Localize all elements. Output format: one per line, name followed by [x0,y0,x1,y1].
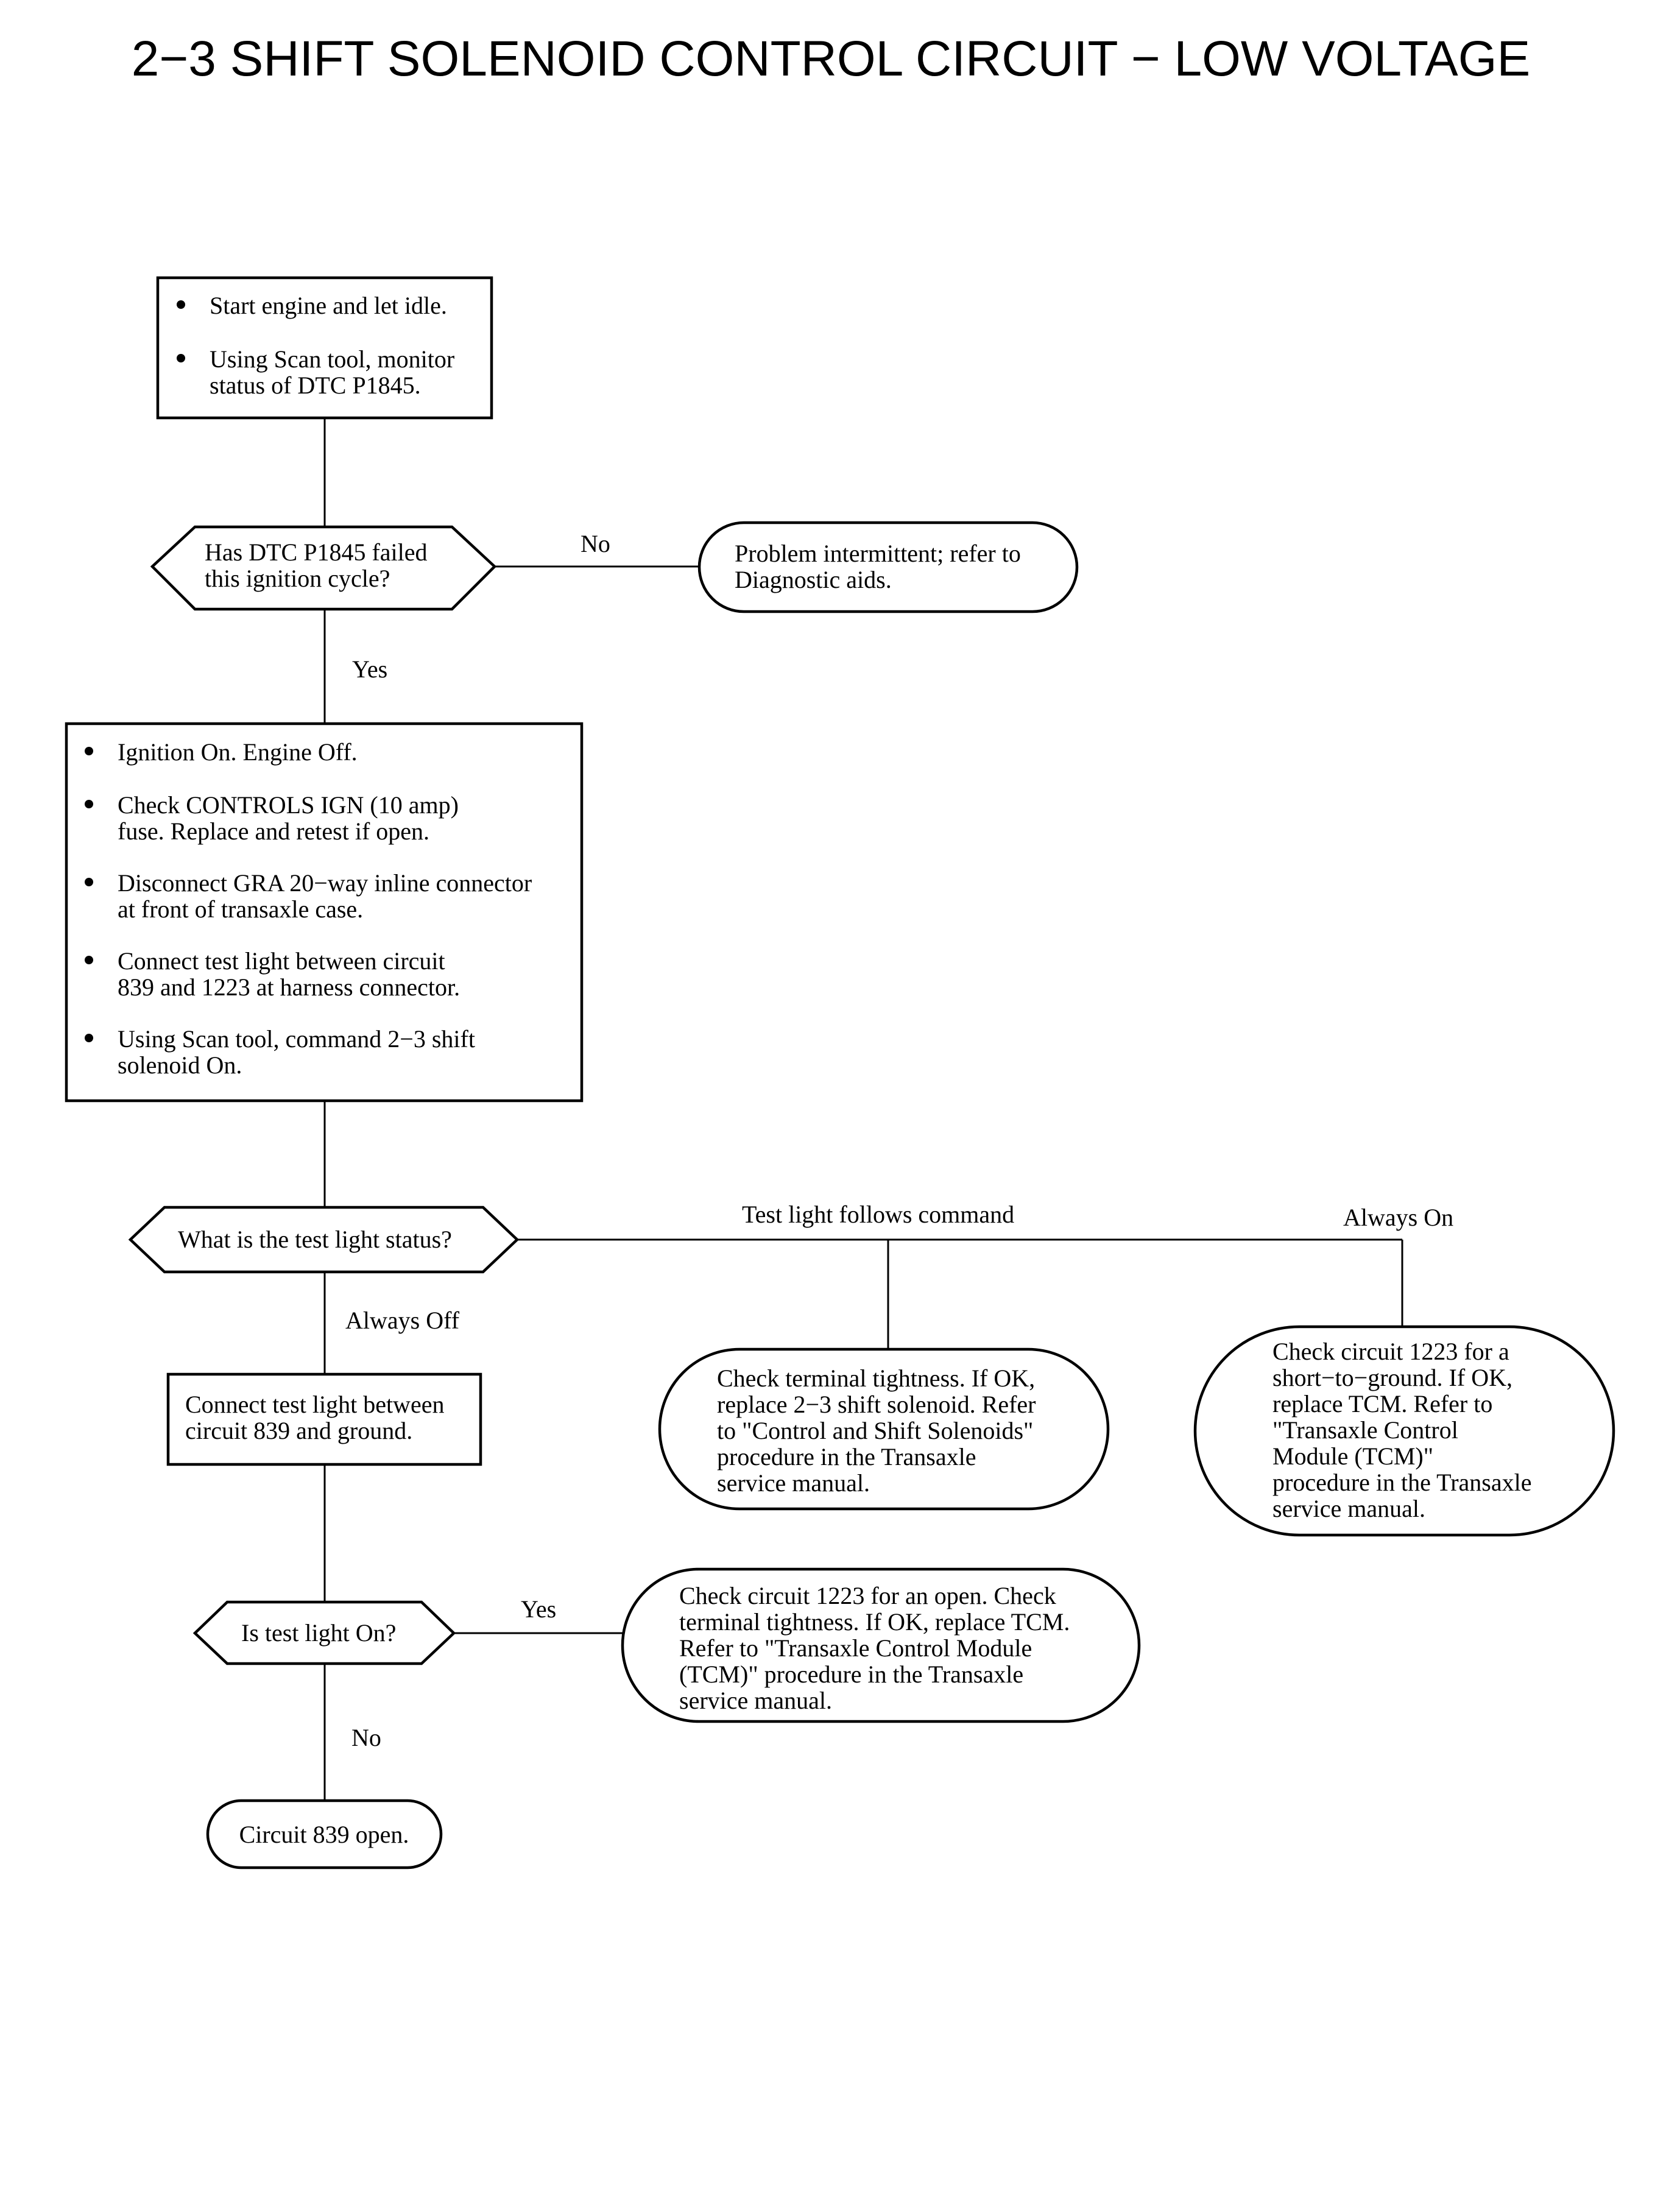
result-line: Diagnostic aids. [735,566,892,593]
result-line: service manual. [717,1469,870,1497]
decision-line: Has DTC P1845 failed [205,538,428,566]
edge-label-always-off: Always Off [345,1307,460,1334]
decision-line: this ignition cycle? [205,565,390,592]
result-line: procedure in the Transaxle [1272,1469,1531,1496]
result-line: service manual. [679,1687,832,1714]
edge-label-yes-2: Yes [521,1595,556,1623]
step-line: Connect test light between [185,1391,444,1418]
svg-text:Start engine and let idle.: Start engine and let idle. [210,292,447,319]
decision-line: Is test light On? [241,1619,396,1647]
result-line: Check circuit 1223 for a [1272,1338,1509,1365]
step-line: circuit 839 and ground. [185,1417,412,1444]
decision-test-light-status: What is the test light status? [128,1206,520,1274]
result-line: terminal tightness. If OK, replace TCM. [679,1608,1070,1636]
svg-text:Using Scan tool, command 2−3 s: Using Scan tool, command 2−3 shift solen… [118,1025,481,1079]
page-title: 2−3 SHIFT SOLENOID CONTROL CIRCUIT − LOW… [132,31,1530,86]
start-step-line: Start engine and let idle. [210,292,447,319]
svg-text:Connect test light between: Connect test light between circuit 839 a… [185,1391,450,1444]
result-check-terminal: Check terminal tightness. If OK, replace… [658,1347,1110,1511]
result-line: replace TCM. Refer to [1272,1390,1492,1417]
decision-dtc-failed: Has DTC P1845 failed this ignition cycle… [150,525,497,611]
edge-label-follows-command: Test light follows command [742,1201,1014,1228]
setup-step-line: Disconnect GRA 20−way inline connector [118,869,532,897]
edge-labels: No Yes Test light follows command Always… [345,530,1453,1751]
result-line: procedure in the Transaxle [717,1443,976,1470]
result-line: Circuit 839 open. [239,1821,409,1848]
bullet-dot [85,800,93,808]
bullet-dot [85,878,93,886]
result-line: short−to−ground. If OK, [1272,1364,1512,1391]
edge-label-yes-1: Yes [352,655,387,683]
result-line: service manual. [1272,1495,1425,1522]
bullet-dot [177,300,185,309]
result-circuit-open: Circuit 839 open. [206,1799,443,1869]
connect-ground-step-box: Connect test light between circuit 839 a… [166,1372,482,1466]
svg-text:What is the test light status?: What is the test light status? [178,1226,452,1253]
setup-step-line: at front of transaxle case. [118,895,363,923]
result-line: (TCM)" procedure in the Transaxle [679,1661,1023,1688]
result-line: Refer to "Transaxle Control Module [679,1634,1032,1662]
svg-text:Is test light On?: Is test light On? [241,1619,396,1647]
svg-text:Check terminal tightness. If O: Check terminal tightness. If OK, replace… [717,1364,1042,1497]
svg-text:Connect test light between cir: Connect test light between circuit 839 a… [118,947,460,1001]
setup-step-line: Connect test light between circuit [118,947,445,975]
result-line: to "Control and Shift Solenoids" [717,1417,1033,1444]
edge-label-always-on: Always On [1343,1204,1453,1231]
result-intermittent: Problem intermittent; refer to Diagnosti… [697,521,1079,613]
connectors [323,418,1403,1801]
bullet-dot [85,747,93,755]
setup-step-line: Using Scan tool, command 2−3 shift [118,1025,475,1053]
result-check-short: Check circuit 1223 for a short−to−ground… [1193,1325,1615,1537]
setup-step-line: Ignition On. Engine Off. [118,738,358,766]
svg-text:Has DTC P1845 failed thi: Has DTC P1845 failed this ignition cycle… [205,538,434,592]
setup-step-line: fuse. Replace and retest if open. [118,817,429,845]
svg-text:Disconnect GRA 20−way inline c: Disconnect GRA 20−way inline connector a… [118,869,538,923]
result-line: Module (TCM)" [1272,1442,1433,1470]
edge-label-no-1: No [581,530,610,557]
result-line: "Transaxle Control [1272,1416,1458,1444]
svg-text:Circuit 839 open.: Circuit 839 open. [239,1821,409,1848]
start-step-box: Start engine and let idle. Using Scan to… [156,276,493,420]
svg-text:Check CONTROLS IGN (10 amp): Check CONTROLS IGN (10 amp) fuse. Replac… [118,791,465,845]
result-line: Check terminal tightness. If OK, [717,1364,1035,1392]
start-step-line: Using Scan tool, monitor [210,345,454,373]
svg-text:Check circuit 1223 for a: Check circuit 1223 for a short−to−ground… [1272,1338,1537,1522]
decision-light-on: Is test light On? [192,1600,456,1665]
result-check-open: Check circuit 1223 for an open. Check te… [621,1567,1141,1723]
setup-step-line: Check CONTROLS IGN (10 amp) [118,791,459,819]
bullet-dot [85,956,93,964]
bullet-dot [177,354,185,362]
decision-line: What is the test light status? [178,1226,452,1253]
result-line: Problem intermittent; refer to [735,540,1021,567]
result-line: Check circuit 1223 for an open. Check [679,1582,1056,1609]
setup-step-line: solenoid On. [118,1051,242,1079]
edge-label-no-2: No [351,1724,381,1751]
svg-text:Ignition On. Engine Off.: Ignition On. Engine Off. [118,738,358,766]
setup-step-box: Ignition On. Engine Off. Check CONTROLS … [65,722,584,1103]
svg-text:Check circuit 1223 for an open: Check circuit 1223 for an open. Check te… [679,1582,1076,1714]
svg-text:Using Scan tool, monitor: Using Scan tool, monitor status of DTC P… [210,345,461,399]
start-step-line: status of DTC P1845. [210,372,421,399]
bullet-dot [85,1034,93,1042]
result-line: replace 2−3 shift solenoid. Refer [717,1391,1036,1418]
setup-step-line: 839 and 1223 at harness connector. [118,973,460,1001]
svg-text:Problem intermittent; refer to: Problem intermittent; refer to Diagnosti… [735,540,1027,593]
